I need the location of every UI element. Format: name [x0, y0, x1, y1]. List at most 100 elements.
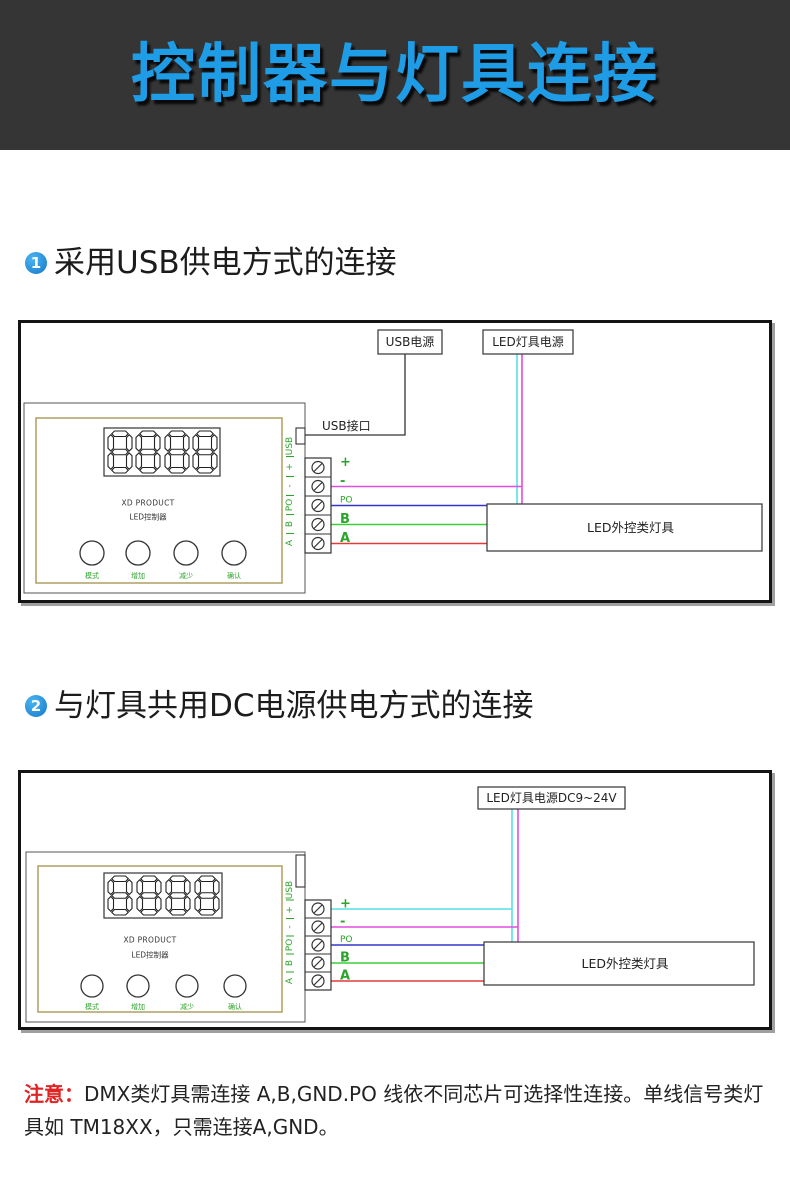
segment-e [164, 452, 172, 471]
terminal-label: B [340, 512, 350, 527]
segment-d [138, 466, 158, 474]
controller-button-label: 模式 [85, 571, 99, 580]
controller-brand: XD PRODUCT [121, 499, 174, 508]
controller-faceplate [37, 865, 283, 1013]
display-digits [107, 875, 220, 916]
segment-c [183, 895, 191, 913]
segment-g [167, 448, 187, 456]
terminal-label: - [340, 474, 345, 489]
led-lamp-box [486, 503, 763, 552]
screw-slot [313, 976, 323, 986]
segment-c [154, 895, 162, 913]
side-terminal-label: + [285, 906, 295, 914]
section-title: 与灯具共用DC电源供电方式的连接 [54, 688, 534, 724]
usb-power-box: USB电源 [377, 329, 443, 355]
screw-slot [313, 463, 323, 472]
side-terminal-label: B [285, 521, 295, 527]
controller-model: LED控制器 [129, 512, 167, 522]
segment-a [139, 875, 159, 883]
usb-power-box-label: USB电源 [386, 335, 435, 349]
segment-f [136, 878, 144, 896]
screw-slot [313, 922, 323, 932]
controller-button-label: 减少 [179, 571, 193, 580]
segment-b [125, 433, 133, 452]
side-terminal-label: A [285, 539, 295, 546]
seven-segment-digit [192, 430, 218, 474]
controller-button-label: 减少 [180, 1002, 194, 1011]
terminal-label: PO [340, 496, 353, 506]
segment-b [210, 433, 218, 452]
segment-d [167, 466, 187, 474]
screw-slot [313, 482, 323, 491]
seven-segment-digit [135, 430, 161, 474]
segment-a [167, 430, 187, 438]
segment-a [168, 875, 188, 883]
segment-d [195, 466, 215, 474]
side-terminal-label: - [285, 484, 295, 487]
terminal-label: PO [340, 935, 353, 945]
lamp-power-box-label: LED灯具电源DC9~24V [486, 791, 617, 805]
controller-button [125, 540, 151, 566]
segment-f [107, 878, 115, 896]
seven-segment-digit [107, 430, 133, 474]
segment-f [194, 878, 202, 896]
side-terminal-label: A [285, 977, 295, 984]
led-controller: XD PRODUCTLED控制器模式增加减少确认ABPO-+USB [25, 851, 306, 1023]
section-title: 采用USB供电方式的连接 [54, 245, 397, 281]
side-terminal-label: - [285, 925, 295, 928]
note-label: 注意： [24, 1082, 84, 1106]
side-terminal-label: PO [285, 499, 295, 512]
screw-slot [313, 520, 323, 529]
screw-slot [313, 501, 323, 510]
segment-d [110, 466, 130, 474]
segment-g [195, 448, 215, 456]
segment-g [110, 448, 130, 456]
section-heading-1: 1 采用USB供电方式的连接 [25, 243, 397, 283]
segment-c [210, 452, 218, 471]
segment-d [110, 908, 130, 916]
usb-port-label: USB接口 [322, 418, 371, 433]
controller-button [221, 540, 247, 566]
segment-b [182, 433, 190, 452]
segment-a [197, 875, 217, 883]
terminal-label: - [340, 915, 345, 930]
segment-e [135, 452, 143, 471]
segment-e [194, 895, 202, 913]
segment-d [139, 908, 159, 916]
side-terminal-label: + [285, 463, 295, 471]
led-lamp: LED外控类灯具 [486, 503, 763, 552]
controller-brand: XD PRODUCT [123, 936, 176, 945]
side-terminal-label: USB [285, 881, 295, 899]
controller-button-label: 增加 [131, 571, 145, 580]
led-lamp-label: LED外控类灯具 [582, 956, 669, 971]
controller-button [223, 974, 247, 998]
segment-f [164, 433, 172, 452]
controller-model: LED控制器 [131, 950, 169, 960]
segment-a [110, 875, 130, 883]
usb-power-box-frame [377, 329, 443, 355]
screw-slot [313, 940, 323, 950]
lamp-power-box-frame [477, 786, 626, 810]
lamp-power-box: LED灯具电源 [482, 329, 574, 355]
seven-segment-digit [165, 875, 191, 916]
note: 注意：DMX类灯具需连接 A,B,GND.PO 线依不同芯片可选择性连接。单线信… [24, 1078, 772, 1144]
controller-button-label: 模式 [85, 1002, 99, 1011]
section-number-badge: 2 [25, 695, 47, 717]
segment-g [168, 892, 188, 899]
segment-f [192, 433, 200, 452]
segment-f [165, 878, 173, 896]
segment-g [139, 892, 159, 899]
segment-g [138, 448, 158, 456]
segment-d [168, 908, 188, 916]
controller-faceplate [35, 417, 283, 584]
page-header: 控制器与灯具连接 [0, 0, 790, 150]
lamp-power-box-label: LED灯具电源 [492, 335, 564, 349]
segment-a [138, 430, 158, 438]
segment-b [212, 878, 220, 896]
segment-c [125, 452, 133, 471]
led-controller: XD PRODUCTLED控制器模式增加减少确认ABPO-+USB [23, 402, 306, 594]
segment-e [165, 895, 173, 913]
